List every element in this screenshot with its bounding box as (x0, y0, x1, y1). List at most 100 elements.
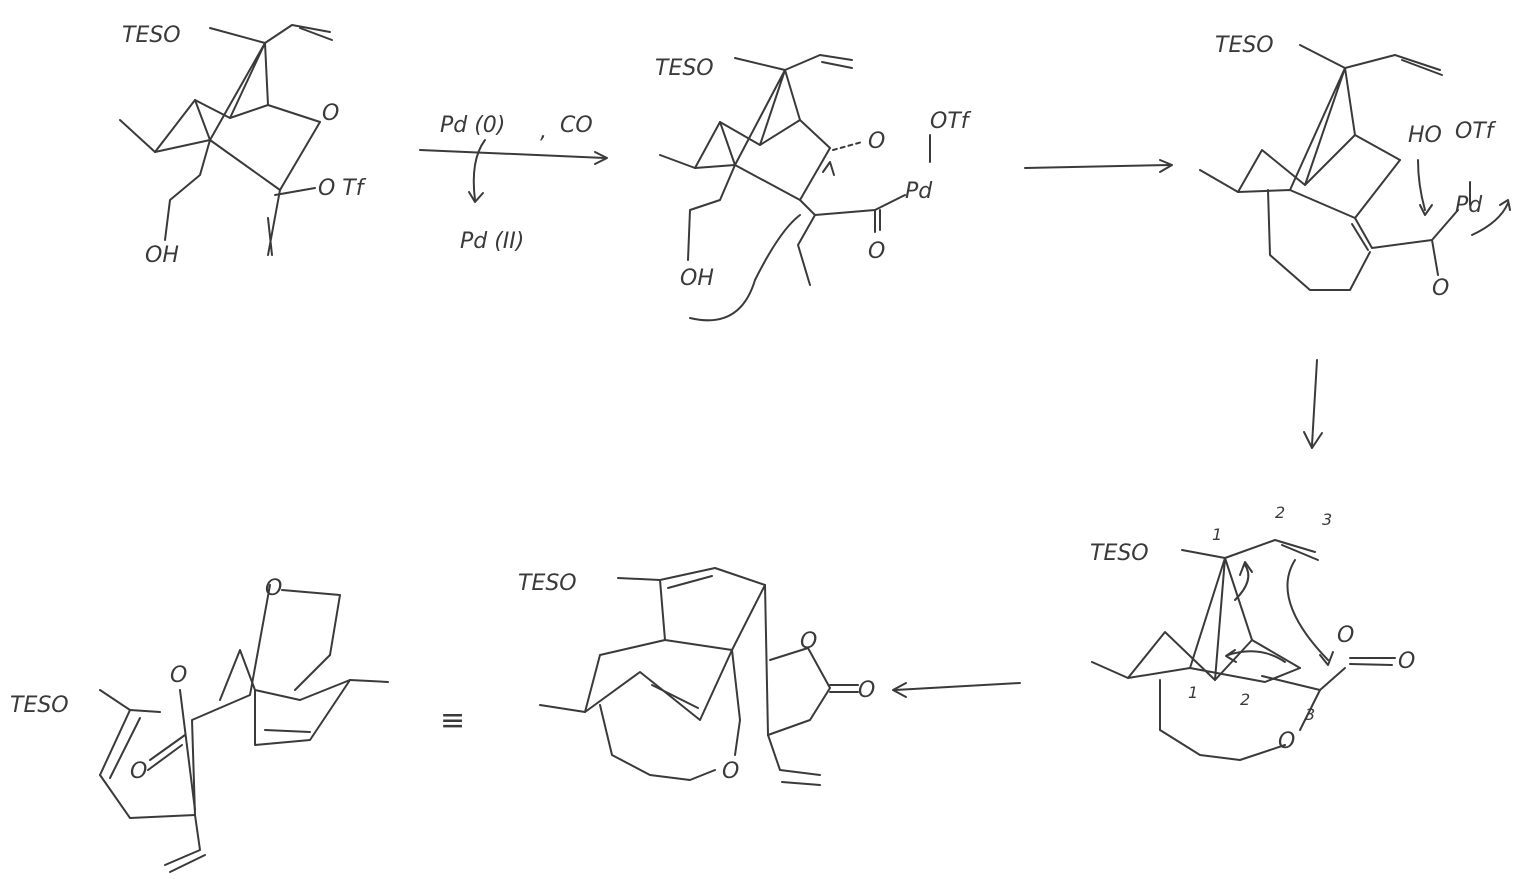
arrow-head (594, 151, 608, 165)
arrow-shaft (1311, 359, 1318, 446)
bridge-bonds (209, 42, 269, 141)
acyl-o-bond (1431, 239, 1439, 276)
ring-bonds (584, 649, 733, 721)
ring-bonds (1127, 667, 1301, 683)
curved-arrowhead (1319, 651, 1334, 666)
triflate-label: OTf (1455, 119, 1497, 144)
arrow-head (892, 682, 907, 698)
curved-arrow (1417, 159, 1426, 211)
arrow-head (1159, 159, 1173, 173)
structure-6 (99, 584, 389, 873)
atom-number-1: 1 (1212, 525, 1222, 544)
vinyl-double-bond (1401, 59, 1443, 76)
atom-number-2: 2 (1240, 690, 1250, 709)
ring-bonds (281, 589, 341, 656)
hydroxyl-label: OH (680, 266, 714, 291)
carbonyl-double-bond (829, 684, 859, 693)
reaction-arrow-4 (892, 682, 1021, 698)
structure-2 (659, 54, 931, 322)
methyl-bond (349, 679, 389, 683)
ring-bonds (1261, 667, 1346, 691)
ring-bonds (191, 584, 271, 816)
vinyl-bond (264, 24, 331, 44)
ring-bonds (254, 679, 351, 746)
enone-bonds (99, 709, 161, 779)
bond (1299, 44, 1346, 69)
reagent-comma: , (540, 119, 547, 144)
ring-bonds (659, 567, 766, 586)
scheme-ink (99, 24, 1511, 873)
byproduct-arrow (472, 139, 486, 201)
palladium-label: Pd (1455, 193, 1483, 218)
bond (99, 689, 131, 711)
acyl-oxygen-label: O (1432, 276, 1449, 301)
enol-double-bond (1351, 223, 1369, 251)
bond (209, 27, 266, 44)
macrocycle-chain (1267, 189, 1371, 291)
ring-double-bond (667, 575, 713, 589)
enol-bonds (1354, 209, 1459, 249)
macrocycle-chain (1159, 679, 1286, 761)
vinyl-bond (1344, 54, 1441, 71)
ring-double-bond (651, 684, 699, 709)
bridge-bonds (734, 69, 801, 166)
reaction-arrow-2 (1024, 159, 1173, 173)
curved-arrowhead (1225, 649, 1237, 663)
ketone-bond (832, 141, 863, 151)
teso-label: TESO (518, 571, 577, 596)
acyl-double-bond (874, 209, 881, 233)
ring-bond (194, 99, 211, 141)
vinyl-double-bond (299, 27, 333, 41)
reagent-pd0: Pd (0) (440, 113, 505, 138)
vinyl-bonds (164, 814, 206, 873)
arrow-shaft (419, 149, 606, 159)
vinyl-double-bond (1281, 544, 1319, 561)
hydroxyl-label: HO (1408, 123, 1442, 148)
ring-bond (731, 649, 741, 721)
byproduct-pd2: Pd (II) (460, 229, 524, 254)
ketone-oxygen-label: O (130, 759, 147, 784)
bridge-bonds (1189, 557, 1253, 681)
ketone-oxygen-label: O (322, 101, 339, 126)
ring-bonds (1091, 631, 1301, 681)
vinyl-bonds (797, 214, 816, 286)
hydroxyl-label: OH (145, 243, 179, 268)
ring-bond (294, 654, 331, 691)
carbonyl-oxygen-label: O (1398, 649, 1415, 674)
arrow-head (1303, 431, 1323, 449)
ether-oxygen-label: O (1278, 729, 1295, 754)
reaction-arrow-1 (419, 139, 608, 203)
curved-arrowhead (1499, 199, 1511, 211)
ring-bond (719, 121, 736, 166)
teso-label: TESO (1090, 541, 1149, 566)
vinyl-bonds (267, 189, 281, 256)
enol-o-bond (274, 187, 316, 196)
ring-bonds (99, 774, 196, 819)
ring-double-bond (264, 729, 311, 733)
curved-arrow (689, 214, 801, 322)
structure-3 (1199, 44, 1511, 291)
ring-bonds (1237, 159, 1401, 219)
triflate-label: OTf (930, 109, 972, 134)
teso-label: TESO (655, 56, 714, 81)
equivalence-symbol: ≡ (440, 703, 465, 738)
ring-bonds (1199, 134, 1401, 193)
ring-bonds (154, 121, 321, 191)
ring-bonds (219, 649, 301, 701)
hydroxyethyl-chain (164, 139, 211, 241)
structure-5 (539, 567, 859, 786)
ring-bond (764, 584, 769, 736)
vinyl-bond (784, 54, 853, 71)
vinyl-double-bond (821, 61, 853, 69)
curved-arrowhead (1239, 561, 1253, 576)
curved-arrow (1286, 559, 1329, 661)
atom-number-3: 3 (1305, 705, 1315, 724)
ether-oxygen-label: O (170, 663, 187, 688)
ether-bond (1299, 689, 1321, 731)
curved-arrow (1227, 650, 1286, 663)
ring-bonds (659, 579, 766, 651)
labels: TESO O O Tf OH Pd (0) , CO Pd (II) TESO … (10, 23, 1497, 784)
reaction-arrow-3 (1303, 359, 1323, 449)
hydroxyethyl-chain (687, 164, 736, 261)
